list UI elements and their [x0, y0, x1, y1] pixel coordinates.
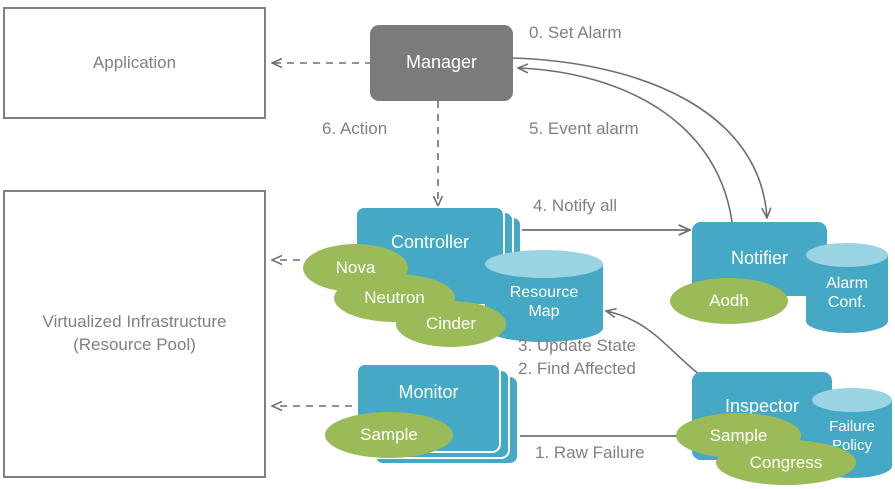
flow-label-raw-failure: 1. Raw Failure: [535, 443, 645, 462]
resource-map-label-line1: Resource: [509, 284, 579, 301]
alarm-conf-label-line2: Conf.: [827, 294, 867, 311]
notifier-label: Notifier: [730, 248, 788, 268]
project-pill-cinder[interactable]: Cinder: [396, 301, 506, 347]
project-pill-aodh-label: Aodh: [709, 291, 749, 310]
failure-policy-top: [812, 388, 892, 412]
infrastructure-label-line2: (Resource Pool): [73, 335, 196, 354]
monitor-label: Monitor: [398, 382, 459, 402]
project-pill-monitor-sample[interactable]: Sample: [325, 412, 453, 458]
project-pill-congress[interactable]: Congress: [716, 440, 856, 485]
infrastructure-box: Virtualized Infrastructure (Resource Poo…: [3, 190, 266, 478]
project-pill-neutron-label: Neutron: [364, 288, 425, 307]
alarm-conf-bottom: [806, 309, 888, 333]
application-box: Application: [3, 7, 266, 119]
flow-label-find-affected: 2. Find Affected: [518, 359, 636, 378]
flow-label-event-alarm: 5. Event alarm: [529, 119, 639, 138]
failure-policy-label-line1: Failure: [829, 418, 875, 435]
resource-map-label-line2: Map: [528, 303, 560, 320]
infrastructure-label-line1: Virtualized Infrastructure: [42, 312, 227, 332]
project-pill-nova-label: Nova: [335, 258, 376, 277]
project-pill-cinder-label: Cinder: [425, 314, 477, 333]
flow-label-set-alarm: 0. Set Alarm: [529, 23, 622, 42]
alarm-conf-label-line1: Alarm: [826, 275, 868, 292]
flow-label-action: 6. Action: [322, 119, 388, 138]
manager-node[interactable]: [370, 25, 513, 101]
application-label: Application: [92, 52, 177, 72]
project-pill-inspector-sample-label: Sample: [709, 425, 768, 445]
controller-label: Controller: [390, 232, 470, 252]
project-pill-congress-label: Congress: [749, 452, 823, 472]
alarm-conf-datastore[interactable]: Alarm Conf.: [806, 243, 888, 335]
manager-label: Manager: [405, 52, 478, 72]
project-pill-monitor-sample-label: Sample: [360, 425, 418, 444]
inspector-label: Inspector: [724, 396, 800, 416]
resource-map-datastore[interactable]: Resource Map: [485, 250, 603, 342]
flow-label-notify-all-visible: 4. Notify all: [533, 196, 618, 215]
project-pill-aodh[interactable]: Aodh: [670, 278, 788, 324]
flow-label-update-state: 3. Update State: [518, 336, 637, 355]
alarm-conf-top: [806, 243, 888, 267]
resource-map-top: [485, 250, 603, 278]
